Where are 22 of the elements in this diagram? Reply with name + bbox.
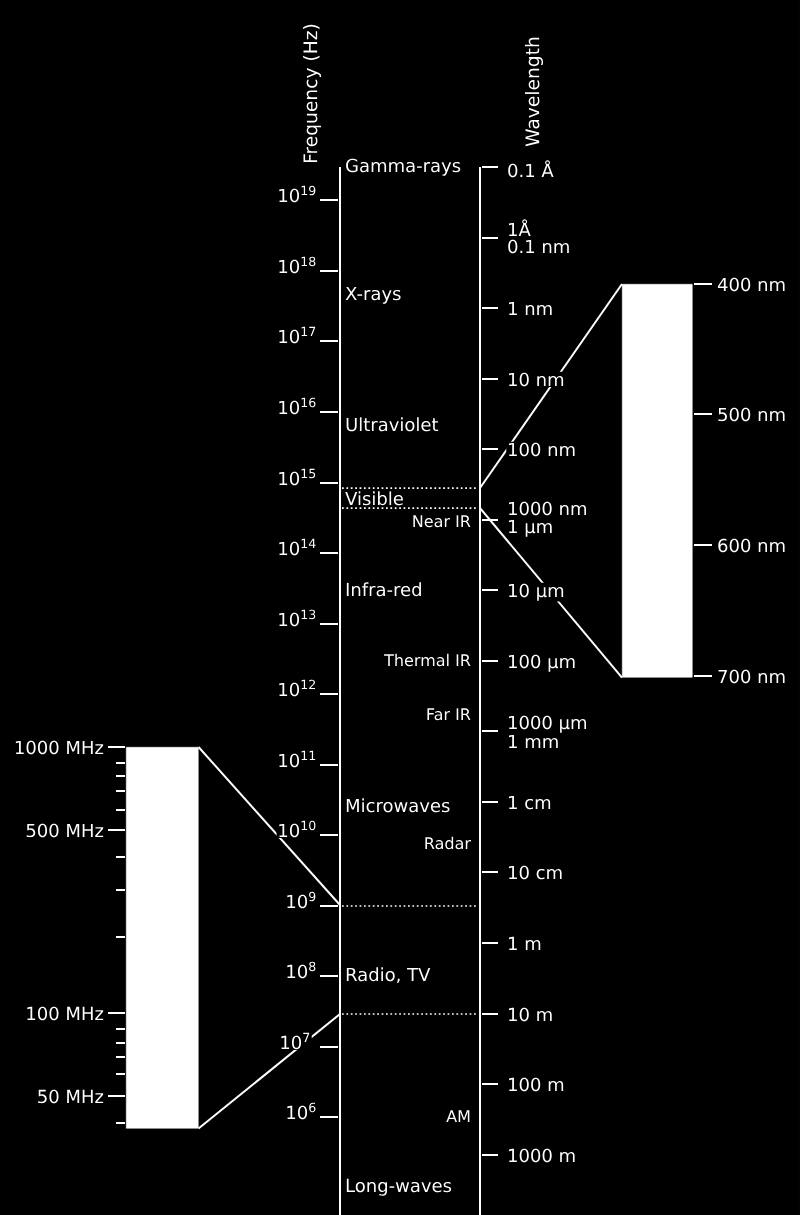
zoom-bar <box>126 747 199 1129</box>
zoom-line <box>197 1013 341 1130</box>
band-label: X-rays <box>344 286 403 305</box>
wavelength-label: 1 µm <box>506 519 554 538</box>
frequency-label: 10$^{17}$ <box>276 326 318 345</box>
frequency-label: 10$^{7}$ <box>278 1032 312 1051</box>
axis-title: Frequency (Hz) <box>302 22 322 165</box>
zoom-line <box>197 746 341 906</box>
axis-title: Wavelength <box>524 35 544 148</box>
wavelength-label: 1 m <box>506 936 543 951</box>
sub-band-label: Thermal IR <box>383 653 472 668</box>
zoom-bar <box>622 284 693 678</box>
frequency-label: 10$^{15}$ <box>276 468 318 487</box>
wavelength-label: 1 cm <box>506 795 553 811</box>
band-label: Long-waves <box>344 1178 453 1197</box>
sub-band-label: Radar <box>423 836 472 851</box>
wavelength-label: 1 nm <box>506 301 554 316</box>
zoom-line <box>479 507 623 679</box>
wavelength-label: 1 mm <box>506 734 561 749</box>
frequency-label: 10$^{11}$ <box>276 750 318 769</box>
frequency-label: 10$^{14}$ <box>276 538 318 557</box>
zoom-line <box>479 283 623 489</box>
